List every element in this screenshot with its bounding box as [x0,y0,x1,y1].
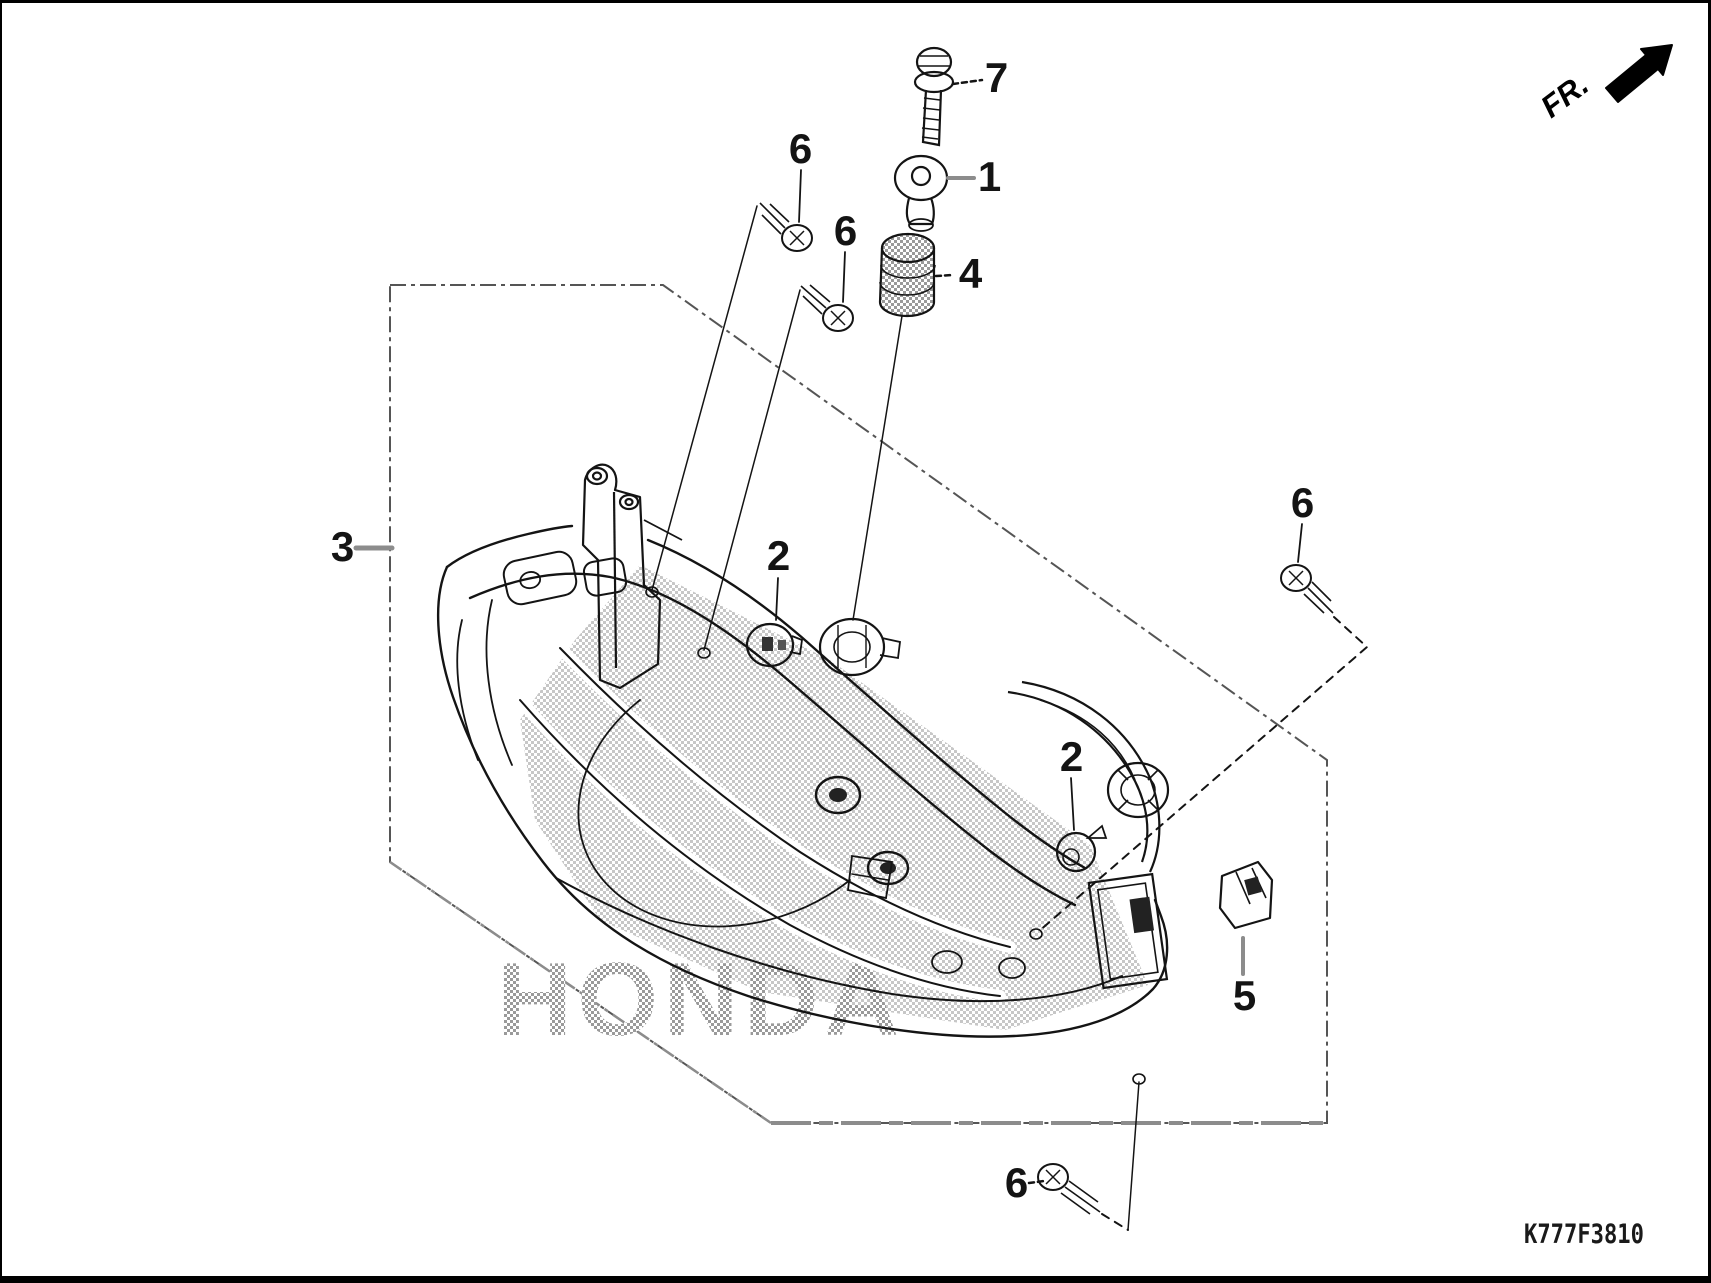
callout-4: 4 [958,250,982,297]
callout-6-top-left: 6 [788,125,812,172]
screw-6-right [1280,564,1334,614]
flange-bolt-7 [913,46,955,147]
callout-7: 7 [984,54,1008,101]
fr-direction-arrow [1605,44,1673,103]
bulb-socket-center [818,617,901,677]
connector-5 [1218,860,1274,930]
assembly-boundary-outline [389,284,1328,1125]
honda-watermark: HONDA [497,942,909,1058]
rubber-grommet-4 [878,232,936,318]
drawing-code: K777F3810 [1524,1219,1644,1250]
screw-6-top-left [759,202,813,252]
collar-1 [893,154,949,232]
wedge-bulb-2-center [745,622,803,668]
mounting-bracket [581,463,683,690]
callout-6-top-mid: 6 [833,207,857,254]
callout-6-bottom: 6 [1004,1159,1028,1206]
screw-6-bottom [1037,1163,1101,1215]
screw-6-top-mid [800,284,854,332]
callout-1: 1 [977,153,1001,200]
callout-2-center: 2 [766,532,790,579]
connector-housing-and-wires [1007,680,1170,990]
callout-2-right: 2 [1059,733,1083,780]
wedge-bulb-2-right [1055,824,1108,873]
leader-lines [353,78,1369,1231]
callout-3: 3 [330,523,354,570]
bulb-socket-right [1106,761,1170,819]
callout-6-right: 6 [1290,479,1314,526]
callout-5: 5 [1232,972,1256,1019]
headlight-unit-drawing [436,524,1169,1085]
